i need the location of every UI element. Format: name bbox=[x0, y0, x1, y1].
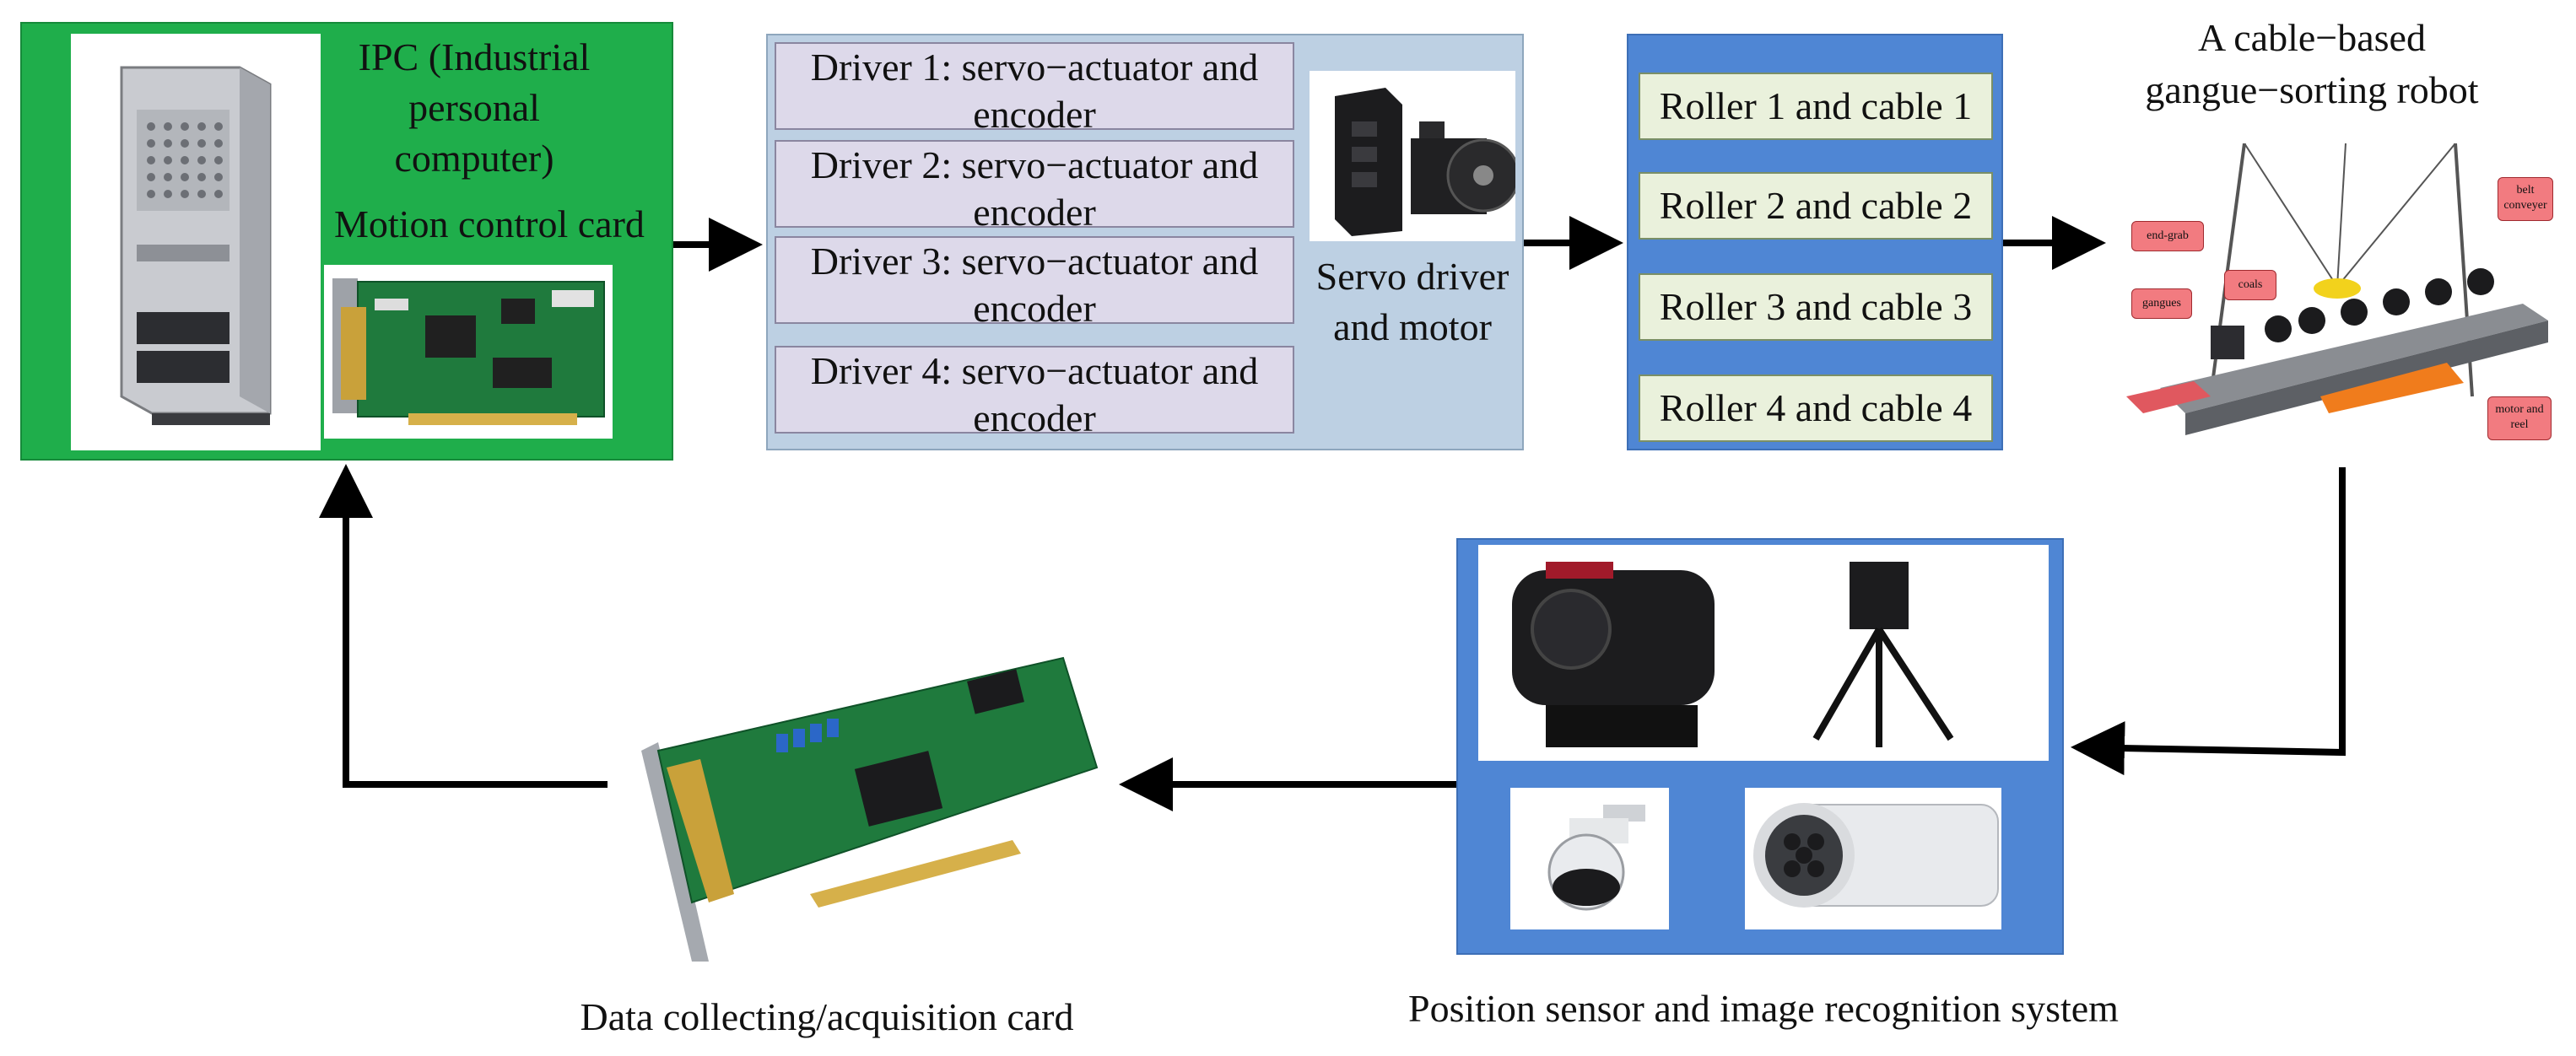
driver-3-box: Driver 3: servo−actuator and encoder bbox=[775, 236, 1294, 330]
coals-callout: coals bbox=[2224, 270, 2276, 300]
arrow-daq-to-ipc bbox=[319, 464, 608, 788]
laser-tracker-illustration bbox=[1512, 562, 1954, 747]
driver-2-box: Driver 2: servo−actuator and encoder bbox=[775, 140, 1294, 234]
roller-4-box: Roller 4 and cable 4 bbox=[1639, 374, 1993, 442]
belt-conveyer-callout: belt conveyer bbox=[2498, 177, 2553, 221]
robot-title: A cable−based gangue−sorting robot bbox=[2145, 16, 2479, 111]
daq-card-illustration bbox=[641, 656, 1099, 962]
roller-1-box: Roller 1 and cable 1 bbox=[1639, 73, 1993, 140]
robot-illustration bbox=[2126, 143, 2548, 435]
arrow-robot-to-sensor bbox=[2071, 467, 2346, 776]
motion-control-card-label: Motion control card bbox=[334, 202, 645, 245]
sensor-system-caption: Position sensor and image recognition sy… bbox=[1408, 987, 2119, 1030]
gangues-callout: gangues bbox=[2131, 288, 2192, 319]
driver-1-box: Driver 1: servo−actuator and encoder bbox=[775, 42, 1294, 136]
end-grab-callout: end-grab bbox=[2131, 221, 2204, 251]
dome-camera-illustration bbox=[1547, 805, 1645, 911]
roller-3-box: Roller 3 and cable 3 bbox=[1639, 273, 1993, 341]
driver-4-box: Driver 4: servo−actuator and encoder bbox=[775, 346, 1294, 439]
bullet-camera-illustration bbox=[1753, 803, 1999, 908]
motion-control-card-image bbox=[324, 265, 613, 439]
ipc-label: IPC (Industrial personal computer) bbox=[358, 35, 591, 180]
roller-2-box: Roller 2 and cable 2 bbox=[1639, 172, 1993, 240]
servo-driver-label: Servo driver and motor bbox=[1315, 255, 1509, 348]
motor-reel-callout: motor and reel bbox=[2487, 396, 2552, 440]
servo-driver-motor-image bbox=[1310, 71, 1515, 241]
dome-camera-image bbox=[1510, 788, 1669, 929]
position-sensor-image bbox=[1478, 545, 2049, 761]
motion-card-illustration bbox=[332, 278, 605, 425]
servo-illustration bbox=[1335, 88, 1515, 236]
ipc-tower-illustration bbox=[120, 66, 272, 425]
gangue-sorting-robot-image: end-grab coals gangues belt conveyer mot… bbox=[2109, 143, 2557, 455]
ipc-tower-image bbox=[71, 34, 321, 450]
daq-card-caption: Data collecting/acquisition card bbox=[580, 995, 1074, 1038]
bullet-camera-image bbox=[1745, 788, 2001, 929]
daq-card-image bbox=[608, 641, 1114, 962]
